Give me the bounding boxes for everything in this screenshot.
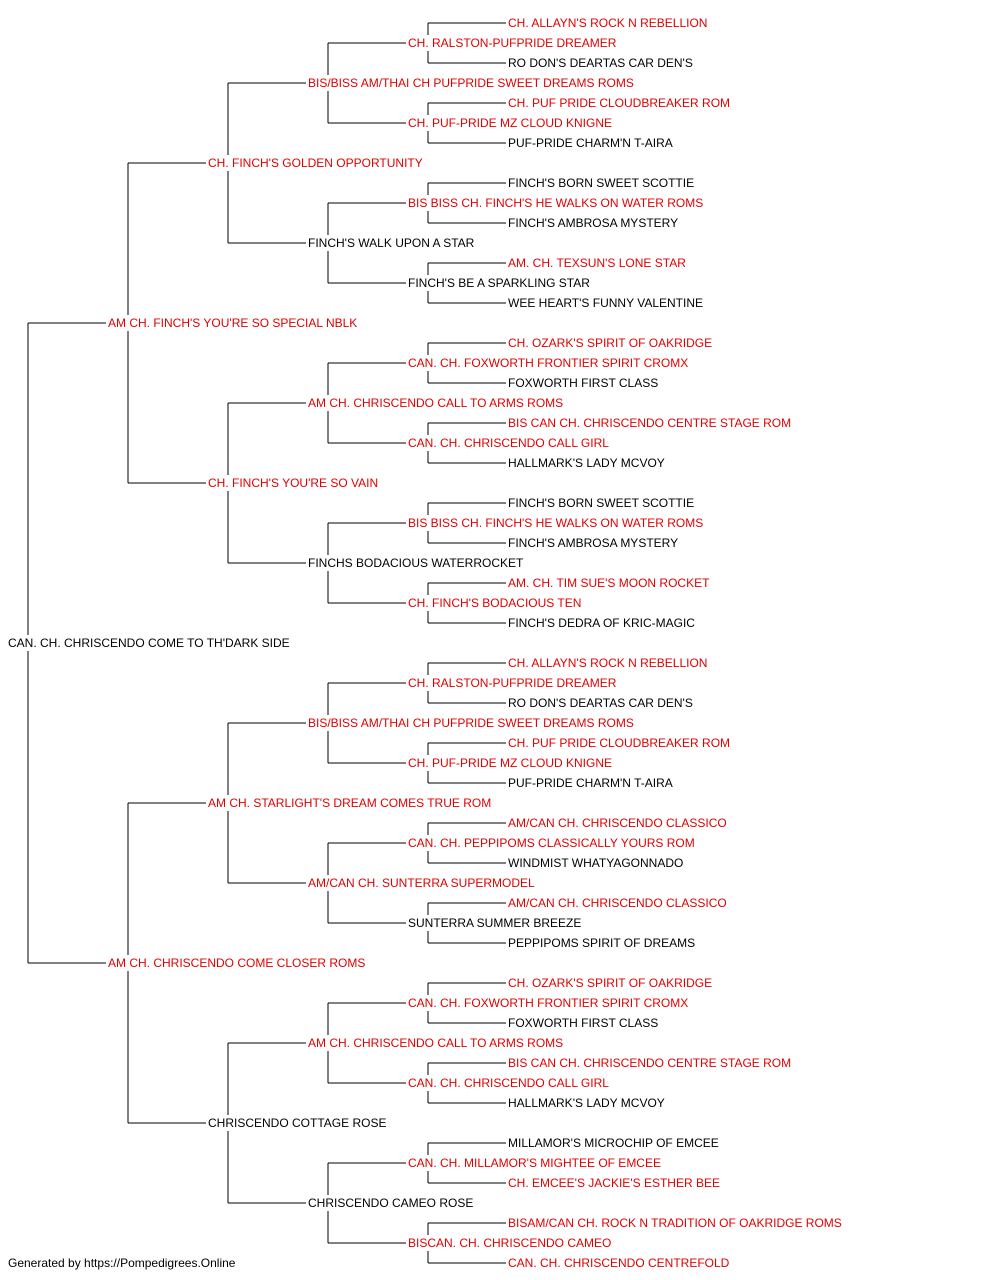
- ancestor-name-gen3[interactable]: FINCH'S WALK UPON A STAR: [308, 236, 475, 250]
- ancestor-name-gen5[interactable]: WINDMIST WHATYAGONNADO: [508, 856, 683, 870]
- ancestor-name-gen4[interactable]: BIS BISS CH. FINCH'S HE WALKS ON WATER R…: [408, 196, 703, 210]
- ancestor-name-gen5[interactable]: HALLMARK'S LADY MCVOY: [508, 456, 665, 470]
- ancestor-name-gen4[interactable]: CAN. CH. CHRISCENDO CALL GIRL: [408, 436, 609, 450]
- ancestor-name-gen5[interactable]: PEPPIPOMS SPIRIT OF DREAMS: [508, 936, 695, 950]
- ancestor-name-gen5[interactable]: CAN. CH. CHRISCENDO CENTREFOLD: [508, 1256, 730, 1270]
- ancestor-name-gen3[interactable]: BIS/BISS AM/THAI CH PUFPRIDE SWEET DREAM…: [308, 76, 634, 90]
- ancestor-name-gen5[interactable]: FINCH'S DEDRA OF KRIC-MAGIC: [508, 616, 695, 630]
- ancestor-name-gen5[interactable]: AM. CH. TIM SUE'S MOON ROCKET: [508, 576, 710, 590]
- ancestor-name-gen4[interactable]: CAN. CH. CHRISCENDO CALL GIRL: [408, 1076, 609, 1090]
- ancestor-name-gen2[interactable]: CHRISCENDO COTTAGE ROSE: [208, 1116, 386, 1130]
- ancestor-name-gen5[interactable]: BIS CAN CH. CHRISCENDO CENTRE STAGE ROM: [508, 416, 791, 430]
- ancestor-name-gen5[interactable]: FINCH'S BORN SWEET SCOTTIE: [508, 176, 694, 190]
- ancestor-name-gen4[interactable]: CAN. CH. MILLAMOR'S MIGHTEE OF EMCEE: [408, 1156, 661, 1170]
- ancestor-name-gen5[interactable]: FINCH'S BORN SWEET SCOTTIE: [508, 496, 694, 510]
- ancestor-name-gen4[interactable]: BISCAN. CH. CHRISCENDO CAMEO: [408, 1236, 611, 1250]
- ancestor-name-gen5[interactable]: RO DON'S DEARTAS CAR DEN'S: [508, 696, 693, 710]
- ancestor-name-gen5[interactable]: BIS CAN CH. CHRISCENDO CENTRE STAGE ROM: [508, 1056, 791, 1070]
- ancestor-name-gen5[interactable]: WEE HEART'S FUNNY VALENTINE: [508, 296, 703, 310]
- ancestor-name-gen3[interactable]: AM CH. CHRISCENDO CALL TO ARMS ROMS: [308, 396, 563, 410]
- ancestor-name-gen5[interactable]: CH. PUF PRIDE CLOUDBREAKER ROM: [508, 96, 730, 110]
- ancestor-name-gen5[interactable]: MILLAMOR'S MICROCHIP OF EMCEE: [508, 1136, 719, 1150]
- ancestor-name-gen1[interactable]: AM CH. FINCH'S YOU'RE SO SPECIAL NBLK: [108, 316, 357, 330]
- ancestor-name-gen4[interactable]: CH. PUF-PRIDE MZ CLOUD KNIGNE: [408, 756, 612, 770]
- ancestor-name-gen2[interactable]: CH. FINCH'S YOU'RE SO VAIN: [208, 476, 378, 490]
- ancestor-name-gen5[interactable]: AM/CAN CH. CHRISCENDO CLASSICO: [508, 896, 727, 910]
- ancestor-name-gen2[interactable]: CH. FINCH'S GOLDEN OPPORTUNITY: [208, 156, 423, 170]
- ancestor-name-gen5[interactable]: RO DON'S DEARTAS CAR DEN'S: [508, 56, 693, 70]
- ancestor-name-gen5[interactable]: FINCH'S AMBROSA MYSTERY: [508, 216, 678, 230]
- ancestor-name-gen3[interactable]: BIS/BISS AM/THAI CH PUFPRIDE SWEET DREAM…: [308, 716, 634, 730]
- ancestor-name-gen4[interactable]: CAN. CH. FOXWORTH FRONTIER SPIRIT CROMX: [408, 996, 688, 1010]
- ancestor-name-gen4[interactable]: CH. RALSTON-PUFPRIDE DREAMER: [408, 36, 617, 50]
- ancestor-name-gen5[interactable]: AM. CH. TEXSUN'S LONE STAR: [508, 256, 686, 270]
- ancestor-name-gen5[interactable]: CH. ALLAYN'S ROCK N REBELLION: [508, 656, 707, 670]
- ancestor-name-gen5[interactable]: BISAM/CAN CH. ROCK N TRADITION OF OAKRID…: [508, 1216, 842, 1230]
- ancestor-name-gen5[interactable]: CH. EMCEE'S JACKIE'S ESTHER BEE: [508, 1176, 720, 1190]
- ancestor-name-gen4[interactable]: SUNTERRA SUMMER BREEZE: [408, 916, 581, 930]
- subject-dog-name[interactable]: CAN. CH. CHRISCENDO COME TO TH'DARK SIDE: [8, 636, 290, 650]
- ancestor-name-gen4[interactable]: CH. RALSTON-PUFPRIDE DREAMER: [408, 676, 617, 690]
- ancestor-name-gen5[interactable]: CH. ALLAYN'S ROCK N REBELLION: [508, 16, 707, 30]
- ancestor-name-gen5[interactable]: HALLMARK'S LADY MCVOY: [508, 1096, 665, 1110]
- ancestor-name-gen4[interactable]: FINCH'S BE A SPARKLING STAR: [408, 276, 590, 290]
- ancestor-name-gen5[interactable]: AM/CAN CH. CHRISCENDO CLASSICO: [508, 816, 727, 830]
- ancestor-name-gen5[interactable]: CH. PUF PRIDE CLOUDBREAKER ROM: [508, 736, 730, 750]
- ancestor-name-gen3[interactable]: CHRISCENDO CAMEO ROSE: [308, 1196, 473, 1210]
- ancestor-name-gen5[interactable]: PUF-PRIDE CHARM'N T-AIRA: [508, 776, 673, 790]
- ancestor-name-gen3[interactable]: AM CH. CHRISCENDO CALL TO ARMS ROMS: [308, 1036, 563, 1050]
- ancestor-name-gen5[interactable]: PUF-PRIDE CHARM'N T-AIRA: [508, 136, 673, 150]
- ancestor-name-gen5[interactable]: FOXWORTH FIRST CLASS: [508, 376, 658, 390]
- ancestor-name-gen5[interactable]: FINCH'S AMBROSA MYSTERY: [508, 536, 678, 550]
- ancestor-name-gen2[interactable]: AM CH. STARLIGHT'S DREAM COMES TRUE ROM: [208, 796, 491, 810]
- ancestor-name-gen4[interactable]: CAN. CH. FOXWORTH FRONTIER SPIRIT CROMX: [408, 356, 688, 370]
- ancestor-name-gen5[interactable]: FOXWORTH FIRST CLASS: [508, 1016, 658, 1030]
- footer-credit: Generated by https://Pompedigrees.Online: [8, 1256, 236, 1270]
- ancestor-name-gen1[interactable]: AM CH. CHRISCENDO COME CLOSER ROMS: [108, 956, 365, 970]
- ancestor-name-gen3[interactable]: AM/CAN CH. SUNTERRA SUPERMODEL: [308, 876, 535, 890]
- ancestor-name-gen4[interactable]: CH. FINCH'S BODACIOUS TEN: [408, 596, 581, 610]
- ancestor-name-gen5[interactable]: CH. OZARK'S SPIRIT OF OAKRIDGE: [508, 336, 712, 350]
- ancestor-name-gen4[interactable]: BIS BISS CH. FINCH'S HE WALKS ON WATER R…: [408, 516, 703, 530]
- ancestor-name-gen5[interactable]: CH. OZARK'S SPIRIT OF OAKRIDGE: [508, 976, 712, 990]
- ancestor-name-gen4[interactable]: CH. PUF-PRIDE MZ CLOUD KNIGNE: [408, 116, 612, 130]
- ancestor-name-gen4[interactable]: CAN. CH. PEPPIPOMS CLASSICALLY YOURS ROM: [408, 836, 695, 850]
- ancestor-name-gen3[interactable]: FINCHS BODACIOUS WATERROCKET: [308, 556, 524, 570]
